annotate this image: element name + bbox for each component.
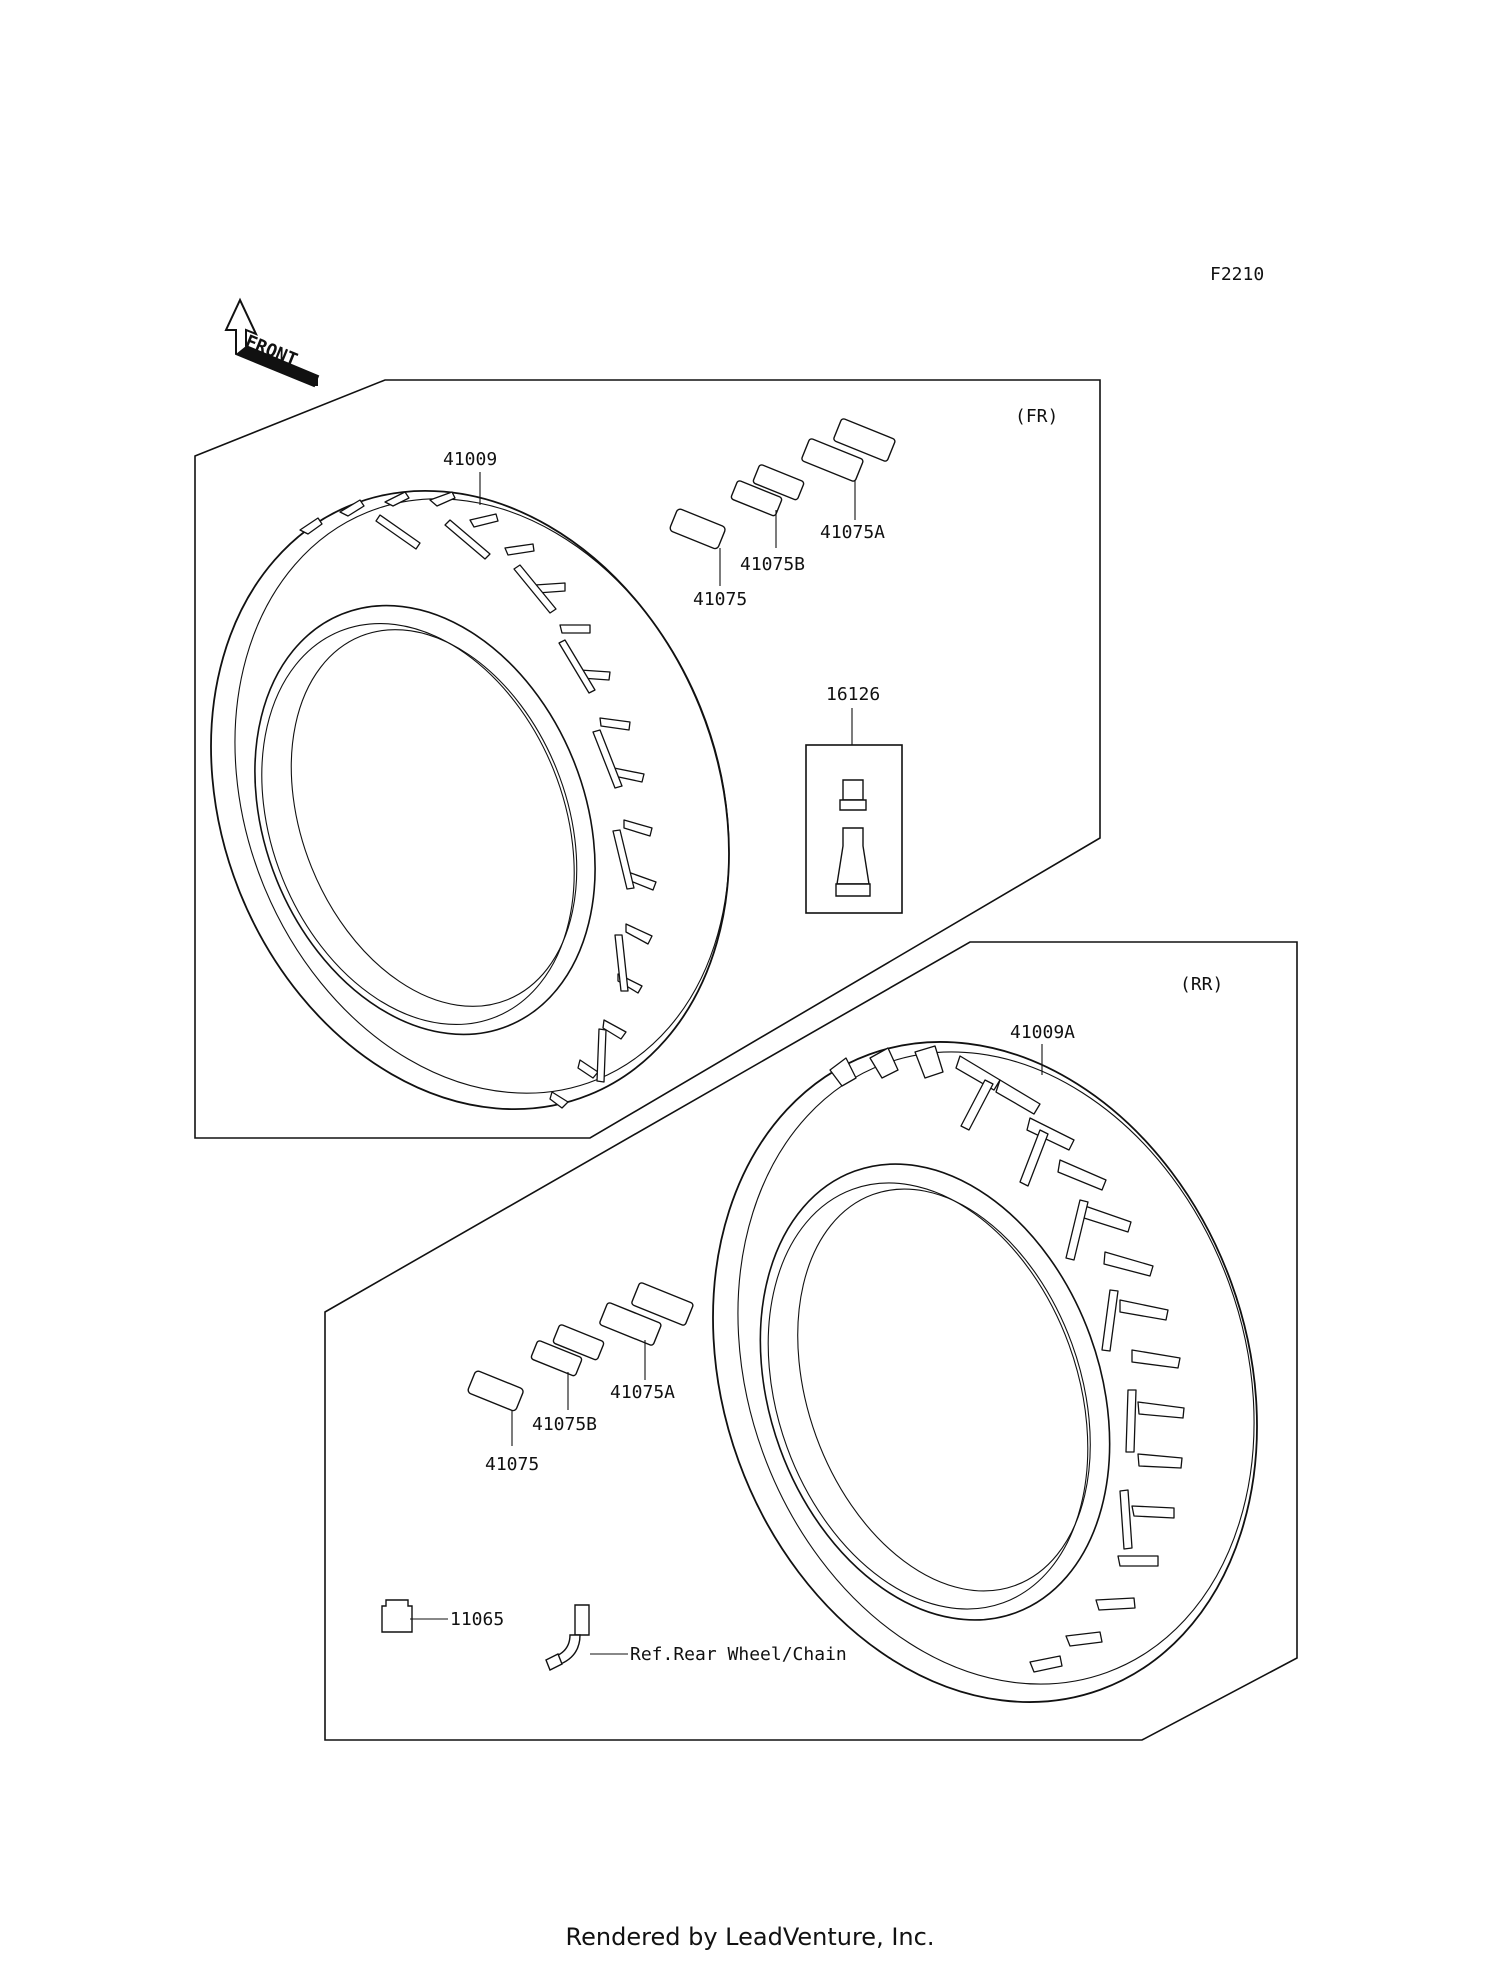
- valve-box: [805, 744, 903, 914]
- front-weight-a-label: 41075A: [820, 522, 885, 543]
- front-panel-title: (FR): [1015, 406, 1058, 427]
- rear-panel-border: [324, 941, 1298, 1741]
- front-weight-b-label: 41075B: [740, 554, 805, 575]
- rear-weight-41075B: 41075B: [530, 1324, 605, 1435]
- rear-valve-reference: Ref.Rear Wheel/Chain: [545, 1604, 847, 1671]
- front-panel-border: [194, 379, 1101, 1139]
- rear-cap-11065: 11065: [381, 1599, 504, 1633]
- rear-weight-41075: 41075: [467, 1370, 539, 1475]
- rear-reference-label: Ref.Rear Wheel/Chain: [630, 1644, 847, 1665]
- rear-cap-label: 11065: [450, 1609, 504, 1630]
- front-weight-label: 41075: [693, 589, 747, 610]
- rear-weight-b-label: 41075B: [532, 1414, 597, 1435]
- front-weight-41075A: 41075A: [801, 418, 896, 543]
- rear-weight-a-label: 41075A: [610, 1382, 675, 1403]
- front-weight-41075: 41075: [669, 508, 747, 610]
- rear-weight-label: 41075: [485, 1454, 539, 1475]
- front-weight-41075B: 41075B: [730, 464, 805, 575]
- front-tire: 41009: [210, 449, 730, 1111]
- front-valve-16126: 16126: [805, 684, 903, 914]
- footer-credit: Rendered by LeadVenture, Inc.: [566, 1923, 935, 1951]
- rear-tire-label: 41009A: [1010, 1022, 1075, 1043]
- front-panel: (FR): [194, 379, 1101, 1139]
- rear-weight-41075A: 41075A: [599, 1282, 694, 1403]
- front-tire-label: 41009: [443, 449, 497, 470]
- rear-tire: 41009A: [712, 1022, 1258, 1703]
- front-valve-label: 16126: [826, 684, 880, 705]
- front-arrow-icon: FRONT: [224, 297, 320, 388]
- rear-panel: (RR): [324, 941, 1298, 1741]
- rear-panel-title: (RR): [1180, 974, 1223, 995]
- figure-code: F2210: [1210, 264, 1264, 285]
